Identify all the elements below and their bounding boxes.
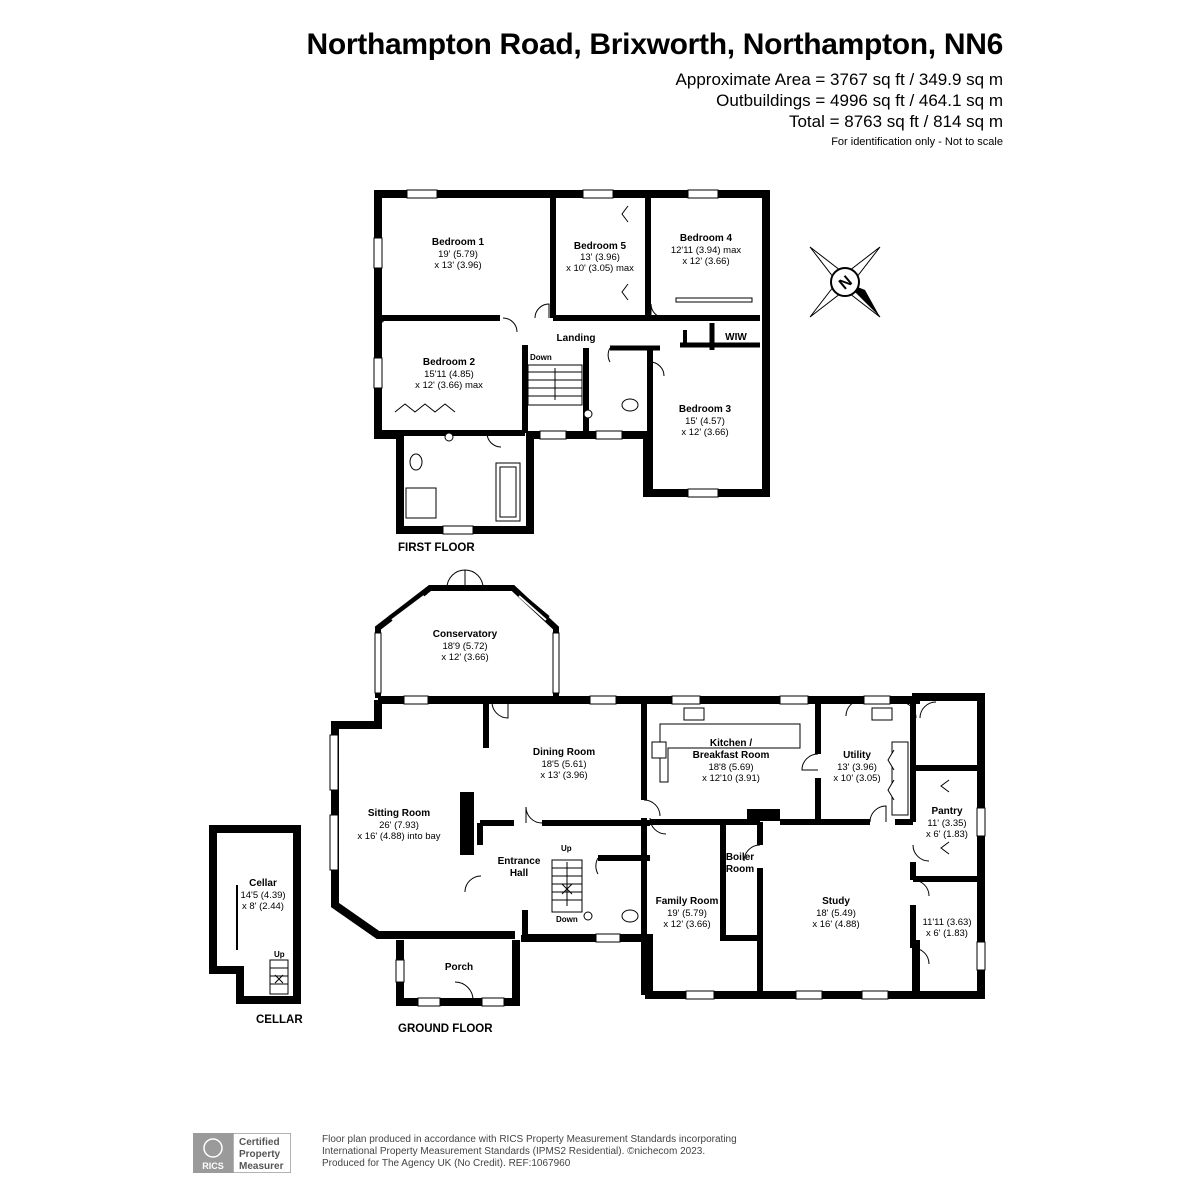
total-area: Total = 8763 sq ft / 814 sq m (788, 112, 1003, 131)
family-room-name: Family Room (656, 896, 719, 907)
ground-floor-doors (454, 699, 937, 1001)
bedroom1-dim2: x 13' (3.96) (434, 260, 481, 271)
cellar-name: Cellar (249, 878, 277, 889)
approx-area: Approximate Area = 3767 sq ft / 349.9 sq… (675, 70, 1003, 89)
bedroom4-dim1: 12'11 (3.94) max (671, 245, 742, 256)
kitchen-name-line1: Kitchen / (710, 738, 752, 749)
badge-line3: Measurer (239, 1161, 284, 1172)
bedroom3-dim1: 15' (4.57) (685, 416, 725, 427)
pantry-dim2: x 6' (1.83) (926, 829, 968, 840)
conservatory-dim1: 18'9 (5.72) (442, 641, 487, 652)
ground-stairs-down: Down (556, 915, 578, 924)
kitchen-dim2: x 12'10 (3.91) (702, 773, 760, 784)
sitting-room-dim1: 26' (7.93) (379, 820, 419, 831)
rics-logo-icon: RICS Certified Property Measurer (193, 1132, 292, 1174)
entrance-hall-line2: Hall (510, 868, 529, 879)
ground-floor-stairs (551, 859, 583, 913)
family-room-dim2: x 12' (3.66) (663, 919, 710, 930)
cellar-walls (209, 825, 301, 1004)
family-room-dim1: 19' (5.79) (667, 908, 707, 919)
cellar-floor-label: CELLAR (256, 1014, 303, 1026)
pantry-name: Pantry (931, 806, 963, 817)
bedroom1-dim1: 19' (5.79) (438, 249, 478, 260)
rics-badge: RICS Certified Property Measurer (193, 1132, 292, 1174)
bedroom2-name: Bedroom 2 (423, 357, 476, 368)
boiler-room-line2: Room (726, 864, 754, 875)
study-dim1: 18' (5.49) (816, 908, 856, 919)
dining-room-dim1: 18'5 (5.61) (541, 759, 586, 770)
first-floor-fixtures (405, 297, 753, 522)
dining-room-dim2: x 13' (3.96) (540, 770, 587, 781)
disclaimer-note: For identification only - Not to scale (831, 136, 1003, 148)
bedroom3-dim2: x 12' (3.66) (681, 427, 728, 438)
outbuildings-area: Outbuildings = 4996 sq ft / 464.1 sq m (716, 91, 1003, 110)
cellar-dim1: 14'5 (4.39) (240, 890, 285, 901)
kitchen-name-line2: Breakfast Room (693, 750, 770, 761)
kitchen-dim1: 18'8 (5.69) (708, 762, 753, 773)
compass-icon: N (809, 246, 881, 318)
conservatory-dim2: x 12' (3.66) (441, 652, 488, 663)
wiw-name: WIW (725, 332, 747, 343)
sitting-room-dim2: x 16' (4.88) into bay (357, 831, 440, 842)
porch-name: Porch (445, 962, 473, 973)
study-dim2: x 16' (4.88) (812, 919, 859, 930)
cellar-stairs (269, 959, 289, 995)
landing-name: Landing (557, 333, 596, 344)
store-dim2: x 6' (1.83) (926, 928, 968, 939)
conservatory-glazing (374, 569, 560, 694)
bedroom5-dim2: x 10' (3.05) max (566, 263, 634, 274)
first-floor-label: FIRST FLOOR (398, 542, 475, 554)
ground-stairs-up: Up (561, 844, 572, 853)
footer-line1: Floor plan produced in accordance with R… (322, 1134, 737, 1145)
store-dim1: 11'11 (3.63) (923, 917, 972, 928)
bedroom4-name: Bedroom 4 (680, 233, 733, 244)
first-floor-doors (377, 205, 666, 448)
sitting-room-name: Sitting Room (368, 808, 430, 819)
first-floor-stairs-down: Down (530, 353, 552, 362)
utility-name: Utility (843, 750, 871, 761)
study-name: Study (822, 896, 850, 907)
bedroom5-dim1: 13' (3.96) (580, 252, 620, 263)
pantry-dim1: 11' (3.35) (927, 818, 966, 829)
first-floor-labels: Bedroom 1 19' (5.79) x 13' (3.96) Bedroo… (398, 233, 747, 554)
bedroom2-dim2: x 12' (3.66) max (415, 380, 483, 391)
area-summary: Approximate Area = 3767 sq ft / 349.9 sq… (0, 69, 1003, 132)
bedroom2-dim1: 15'11 (4.85) (424, 369, 474, 380)
utility-dim1: 13' (3.96) (837, 762, 877, 773)
entrance-hall-line1: Entrance (498, 856, 541, 867)
boiler-room-line1: Boiler (726, 852, 754, 863)
bedroom4-dim2: x 12' (3.66) (682, 256, 729, 267)
utility-dim2: x 10' (3.05) (833, 773, 880, 784)
conservatory-name: Conservatory (433, 629, 498, 640)
ground-floor-label: GROUND FLOOR (398, 1023, 493, 1035)
cellar-labels: Cellar 14'5 (4.39) x 8' (2.44) Up CELLAR (240, 878, 303, 1026)
bedroom3-name: Bedroom 3 (679, 404, 732, 415)
cellar-dim2: x 8' (2.44) (242, 901, 284, 912)
rics-logo-text: RICS (202, 1161, 224, 1171)
footer-credits: Floor plan produced in accordance with R… (322, 1134, 737, 1170)
first-floor-windows (373, 189, 719, 535)
bedroom1-name: Bedroom 1 (432, 237, 485, 248)
cellar-stairs-up: Up (274, 950, 285, 959)
badge-line1: Certified (239, 1137, 280, 1148)
first-floor-stairs (527, 364, 583, 406)
footer-line2: International Property Measurement Stand… (322, 1146, 706, 1157)
page-title: Northampton Road, Brixworth, Northampton… (306, 28, 1004, 61)
footer-line3: Produced for The Agency UK (No Credit). … (322, 1158, 571, 1169)
ground-floor-windows (329, 695, 986, 1007)
dining-room-name: Dining Room (533, 747, 595, 758)
ground-floor-fixtures (583, 707, 950, 923)
bedroom5-name: Bedroom 5 (574, 241, 627, 252)
ground-floor-labels: Conservatory 18'9 (5.72) x 12' (3.66) Si… (357, 629, 971, 1035)
badge-line2: Property (239, 1149, 281, 1160)
